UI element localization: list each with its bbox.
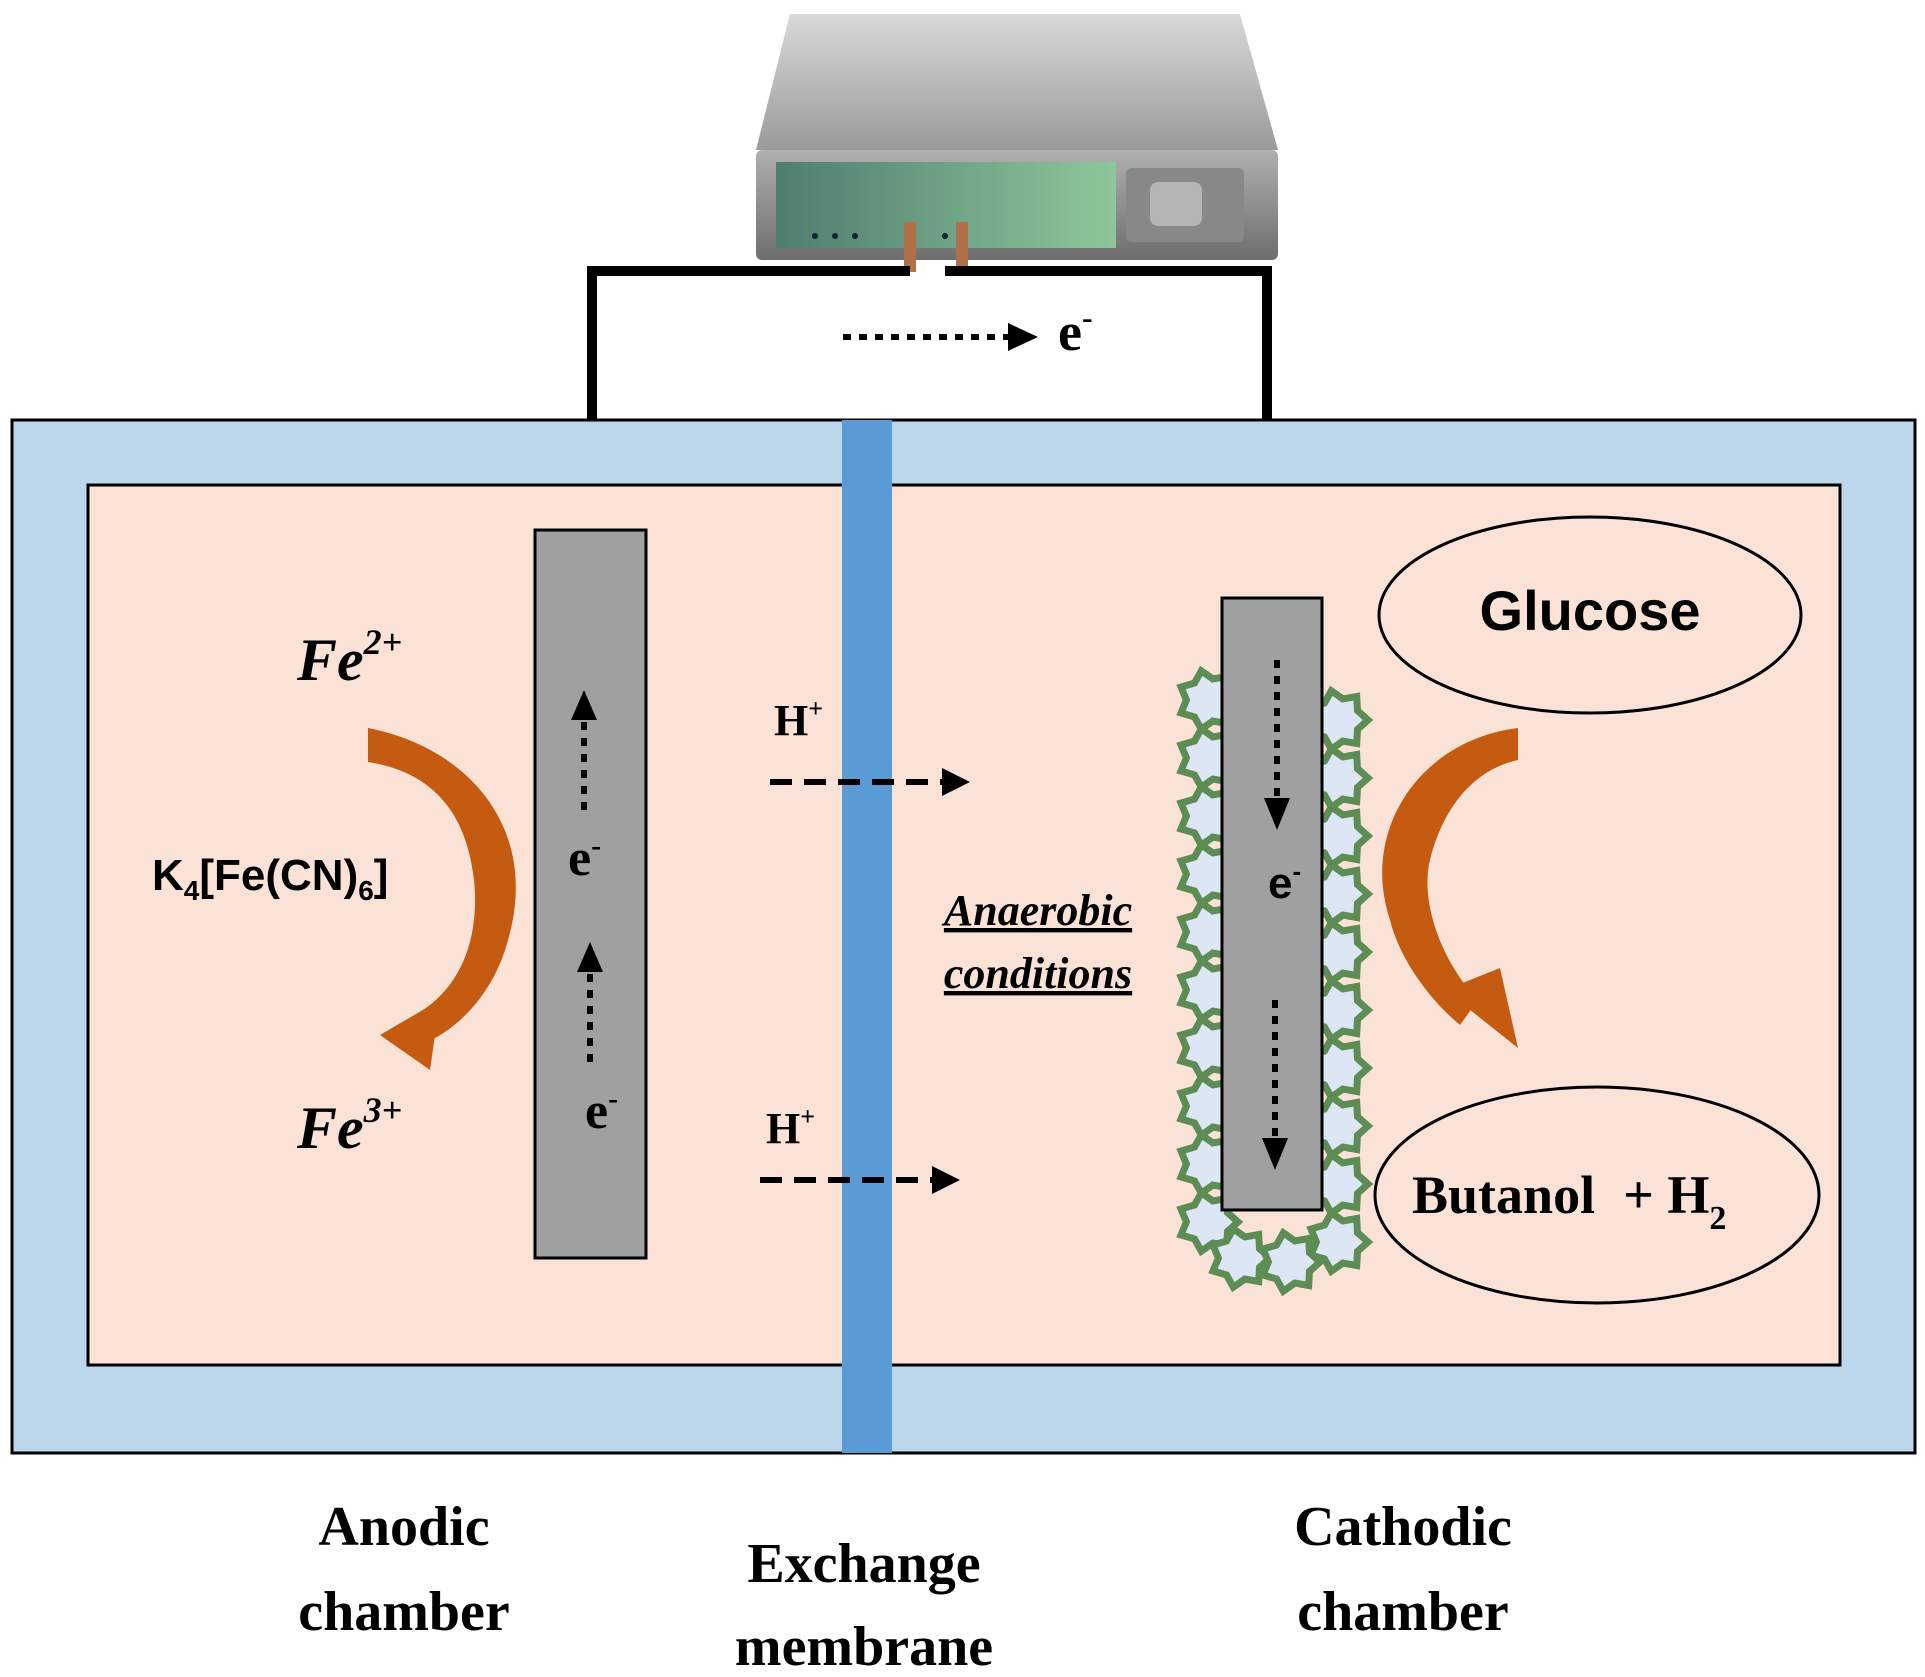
- cathode-electron-label: e-: [1268, 856, 1301, 908]
- cathode-reaction-arrow: [1382, 728, 1518, 1048]
- product-ellipse: [1373, 1085, 1821, 1305]
- membrane-label-line1: Exchange: [747, 1533, 980, 1595]
- proton-arrow-top: [770, 768, 970, 796]
- product-label: Butanol+ H2: [1412, 1165, 1726, 1237]
- fe2-label: Fe2+: [296, 622, 402, 693]
- cathodic-chamber-label-line2: chamber: [1297, 1581, 1509, 1643]
- cathodic-chamber-label-line1: Cathodic: [1294, 1496, 1512, 1558]
- exchange-membrane: [842, 420, 892, 1453]
- mediator-label: K4[Fe(CN)6]: [152, 851, 388, 906]
- proton-arrow-bottom: [760, 1166, 960, 1194]
- anode-electrode: [533, 528, 648, 1260]
- biofilm-cell: [1258, 1227, 1326, 1297]
- biofilm-cell: [1306, 1207, 1374, 1277]
- membrane-label-line2: membrane: [735, 1616, 993, 1677]
- fe3-label: Fe3+: [296, 1090, 402, 1161]
- anodic-chamber-label-line1: Anodic: [318, 1496, 489, 1558]
- cathode-electrode: [1220, 596, 1324, 1212]
- glucose-label: Glucose: [1480, 579, 1701, 642]
- anode-electron-arrow-bottom: [577, 942, 603, 1062]
- proton-label-top: H+: [774, 694, 823, 745]
- cathode-electron-arrow-bottom: [1262, 1000, 1288, 1170]
- anode-reaction-arrow: [368, 728, 516, 1070]
- anode-electron-label-top: e-: [568, 829, 601, 887]
- electron-label: e-: [1058, 299, 1093, 362]
- conditions-line2: conditions: [944, 949, 1132, 998]
- biofilm-cell: [1208, 1223, 1276, 1293]
- conditions-line1: Anaerobic: [941, 886, 1132, 935]
- glucose-ellipse: [1377, 515, 1803, 715]
- cathode-electron-arrow-top: [1264, 660, 1290, 830]
- anode-electron-arrow-top: [571, 690, 597, 810]
- anode-electron-label-bottom: e-: [585, 1082, 618, 1140]
- proton-label-bottom: H+: [766, 1102, 815, 1153]
- electron-flow-arrow: [843, 323, 1038, 351]
- power-supply-icon: [756, 14, 1278, 272]
- anodic-chamber-label-line2: chamber: [298, 1581, 510, 1643]
